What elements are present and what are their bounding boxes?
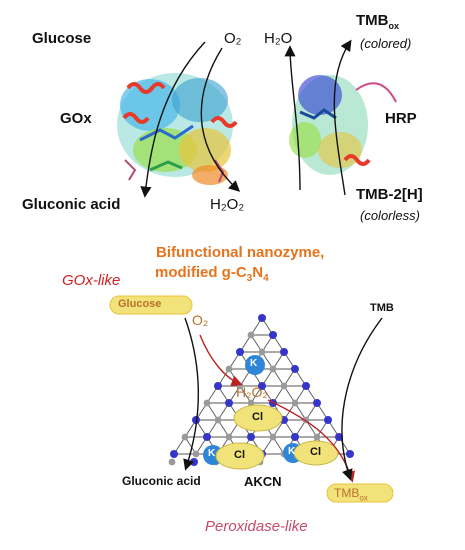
top-tmbox-main: TMB	[356, 12, 389, 29]
nitrogen-atom	[280, 348, 288, 356]
cl-label-2: Cl	[234, 449, 245, 461]
carbon-atom	[269, 365, 277, 373]
ion-cl-2	[215, 442, 265, 470]
nitrogen-atom	[214, 382, 222, 390]
arrow-bottom-tmb-to-tmbox	[341, 317, 383, 481]
arrow-tmb2h-to-tmbox	[333, 39, 352, 196]
nitrogen-atom	[269, 331, 277, 339]
carbon-atom	[291, 399, 299, 407]
peroxidase-like-label: Peroxidase-like	[205, 518, 308, 535]
k-label-2: K	[208, 448, 216, 459]
nitrogen-atom	[335, 433, 343, 441]
top-tmbox-label: TMBox	[356, 12, 399, 31]
bottom-tmbox-main: TMB	[334, 486, 360, 500]
bottom-glucose-label: Glucose	[118, 298, 162, 310]
top-h2o2-label: H₂O₂	[210, 196, 245, 213]
arrow-bottom-o2-to-h2o2	[199, 334, 243, 387]
top-h2o-label: H₂O	[264, 30, 293, 47]
tmb2h-label: TMB-2[H]	[356, 186, 423, 203]
ion-k-1	[245, 355, 265, 375]
nitrogen-atom	[258, 382, 266, 390]
nitrogen-atom	[225, 399, 233, 407]
hrp-label: HRP	[385, 110, 417, 127]
carbon-atom	[181, 433, 189, 441]
gox-label: GOx	[60, 110, 92, 127]
arrow-bottom-glucose-to-gluconic	[183, 317, 200, 471]
nitrogen-atom	[346, 450, 354, 458]
cl-label-1: Cl	[252, 411, 263, 423]
nitrogen-atom	[302, 382, 310, 390]
gox-like-label: GOx-like	[62, 272, 121, 289]
carbon-atom	[313, 433, 321, 441]
akcn-label: AKCN	[244, 474, 282, 489]
nanozyme-title-line1: Bifunctional nanozyme,	[156, 244, 325, 261]
nitrogen-atom	[313, 399, 321, 407]
carbon-atom	[269, 433, 277, 441]
carbon-atom	[280, 382, 288, 390]
carbon-atom	[247, 331, 255, 339]
hrp-protein-structure	[289, 75, 397, 175]
nitrogen-atom	[170, 450, 178, 458]
carbon-atom	[214, 416, 222, 424]
arrow-o2-to-h2o2	[200, 47, 241, 192]
title-line2-sub1: 3	[246, 273, 253, 284]
tmbox-pill	[326, 483, 394, 503]
title-line2-sub2: 4	[263, 273, 269, 284]
carbon-atom	[203, 399, 211, 407]
glucose-pill	[109, 295, 193, 315]
bottom-h2o2-label: H₂O₂	[236, 384, 268, 400]
nitrogen-atom	[190, 458, 198, 466]
colored-label: (colored)	[360, 36, 412, 51]
nitrogen-atom	[247, 433, 255, 441]
nitrogen-atom	[258, 314, 266, 322]
nitrogen-atom	[203, 433, 211, 441]
bottom-tmb-label: TMB	[370, 302, 394, 314]
carbon-atom	[168, 458, 176, 466]
ion-cl-3	[293, 440, 339, 466]
top-glucose-label: Glucose	[32, 30, 92, 47]
carbon-atom	[225, 433, 233, 441]
nitrogen-atom	[236, 348, 244, 356]
carbon-atom	[192, 450, 200, 458]
nitrogen-atom	[291, 433, 299, 441]
nitrogen-atom	[291, 365, 299, 373]
cl-label-3: Cl	[310, 446, 321, 458]
top-o2-label: O₂	[224, 30, 242, 47]
nanozyme-title-line2: modified g-C3N4	[155, 264, 269, 284]
carbon-atom	[225, 365, 233, 373]
k-label-1: K	[250, 358, 258, 369]
title-line2-mid: N	[252, 264, 264, 281]
bottom-o2-label: O₂	[192, 312, 209, 328]
nitrogen-atom	[324, 416, 332, 424]
gox-protein-structure	[117, 73, 238, 185]
top-gluconic-acid-label: Gluconic acid	[22, 196, 121, 213]
nitrogen-atom	[192, 416, 200, 424]
colorless-label: (colorless)	[360, 208, 420, 223]
bottom-gluconic-acid-label: Gluconic acid	[122, 474, 201, 488]
carbon-atom	[258, 348, 266, 356]
k-label-3: K	[288, 446, 296, 457]
bottom-tmbox-sub: ox	[359, 493, 368, 503]
top-tmbox-sub: ox	[388, 21, 400, 31]
arrow-glucose-to-gluconic	[140, 41, 206, 198]
title-line2-pre: modified g-C	[155, 264, 247, 281]
carbon-atom	[247, 399, 255, 407]
arrow-h2o2-to-h2o	[284, 45, 301, 191]
bottom-tmbox-label: TMBox	[334, 486, 368, 502]
ion-cl-1	[233, 404, 283, 432]
